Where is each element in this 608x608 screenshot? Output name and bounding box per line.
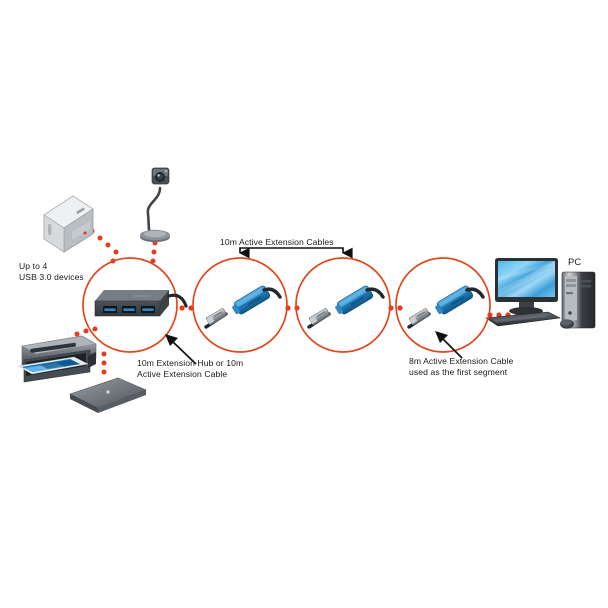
dot-run-scanner-to-hub [101,351,107,375]
label-active-extension-cables: 10m Active Extension Cables [220,237,334,247]
bracket-annotation-cables [238,247,353,259]
label-first-segment: 8m Active Extension Cable used as the fi… [409,356,514,377]
active-extension-cable-icon [407,285,485,329]
dot-run-webcam-to-hub [150,240,158,264]
label-pc: PC [568,256,582,267]
active-extension-cable-icon [307,285,385,329]
node-active-cable-3[interactable] [395,257,491,353]
label-up-to-4-usb-devices: Up to 4 USB 3.0 devices [19,261,84,282]
node-active-cable-2[interactable] [295,257,391,353]
dot-run-hub-to-cable1 [179,305,194,311]
leader-arrow-first-segment [435,331,463,359]
usb-hub-icon [94,290,188,317]
dot-run-drive-to-hub [89,228,119,264]
dot-run-printer-to-hub [74,326,98,337]
leader-arrow-hub [165,334,197,365]
node-active-cable-1[interactable] [192,257,288,353]
active-extension-cable-icon [204,285,282,329]
label-extension-hub: 10m Extension Hub or 10m Active Extensio… [137,358,244,379]
pc-workstation-icon [485,258,596,329]
scanner-icon [69,377,147,413]
node-usb-hub[interactable] [82,257,188,353]
printer-icon [17,335,97,383]
webcam-icon [140,167,170,243]
external-drive-icon [43,195,94,253]
